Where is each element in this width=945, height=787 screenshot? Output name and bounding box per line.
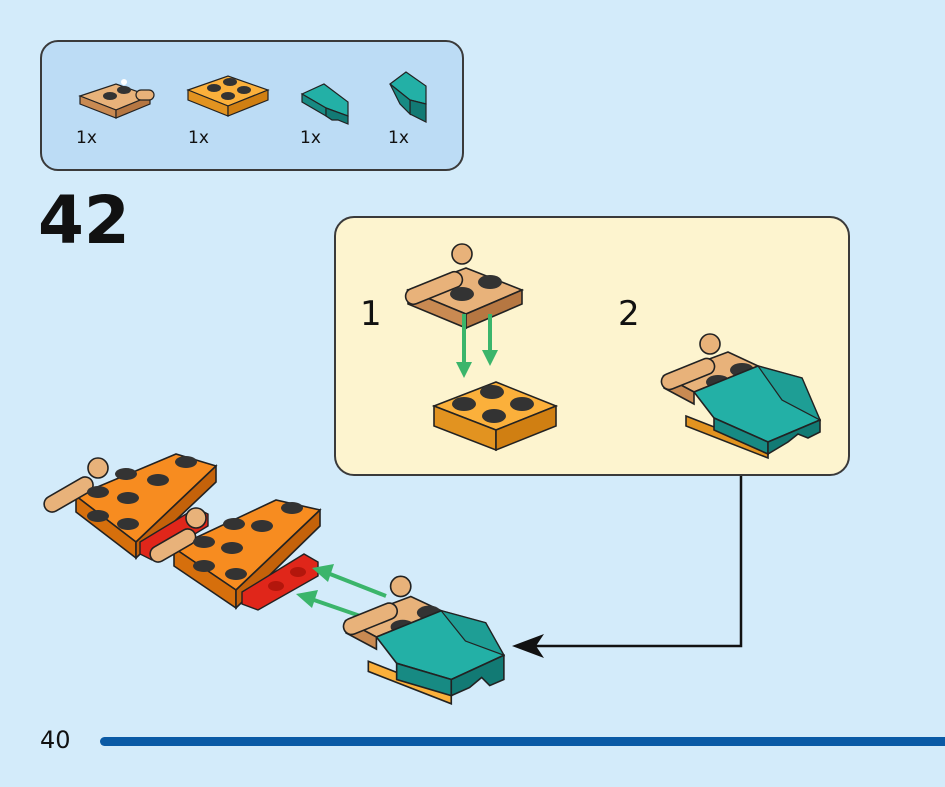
substep-label-1: 1 (360, 294, 382, 334)
part-qty: 1x (188, 128, 209, 148)
substep-callout: 1 2 (334, 216, 850, 476)
tan-teal-subassembly-icon (342, 575, 506, 705)
teal-wedge-right-icon (389, 71, 427, 123)
teal-wedge-left-icon (300, 83, 349, 125)
parts-list-box: 1x 1x 1x 1x (40, 40, 464, 171)
part-qty: 1x (388, 128, 409, 148)
orange-2x2-plate-icon (431, 381, 559, 452)
tan-teal-subassembly-icon (660, 333, 822, 460)
part-qty: 1x (300, 128, 321, 148)
main-wing-assembly (43, 453, 322, 611)
footer-progress-bar (100, 737, 945, 746)
step-number: 42 (38, 182, 130, 259)
orange-2x2-plate-icon (186, 75, 270, 117)
green-assembly-arrows (456, 314, 498, 378)
tan-plate-with-bar-icon (404, 243, 525, 330)
tan-plate-with-bar-icon (78, 79, 155, 119)
substep-label-2: 2 (618, 294, 640, 334)
page-number: 40 (40, 726, 71, 754)
part-qty: 1x (76, 128, 97, 148)
